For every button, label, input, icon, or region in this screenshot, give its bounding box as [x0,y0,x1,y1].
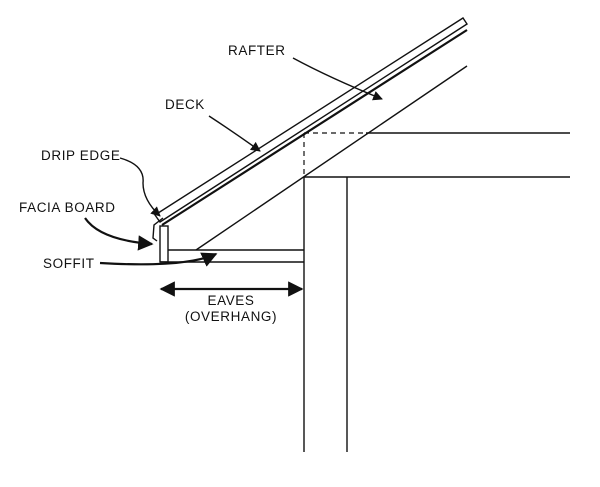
drip-edge-label: DRIP EDGE [41,148,120,163]
rafter-leader-arrow [292,57,383,101]
deck-leader-arrow [208,115,261,152]
soffit-leader-arrow [99,252,218,267]
facia-board-label: FACIA BOARD [19,200,116,215]
roof-deck-top-edge [161,29,468,226]
facia-board-leader-arrow [84,217,154,251]
roof-deck [154,17,468,223]
drip-edge-leader-arrow [119,157,161,217]
eaves-label: EAVES [207,293,254,308]
deck-label: DECK [165,97,205,112]
facia-board [159,225,169,263]
overhang-label: (OVERHANG) [185,309,277,324]
drip-edge [152,217,164,242]
rafter-underside [195,65,468,251]
rafter-label: RAFTER [228,43,286,58]
soffit-label: SOFFIT [43,256,95,271]
